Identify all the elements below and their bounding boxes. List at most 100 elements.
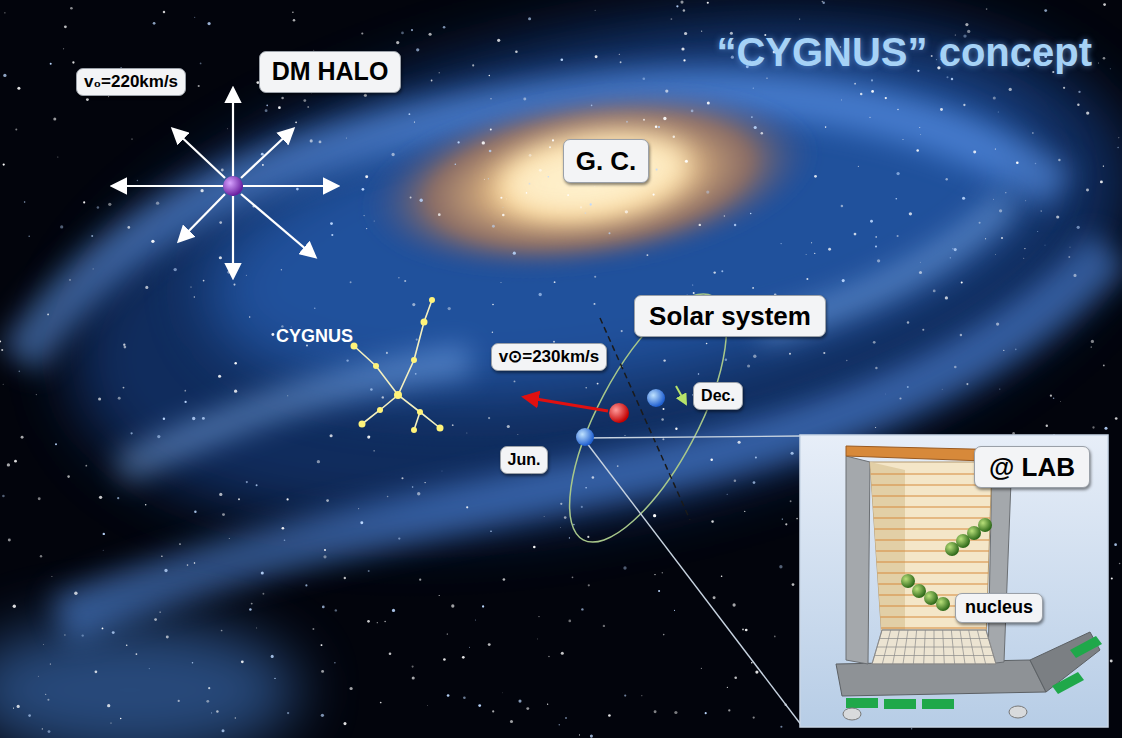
illustration-part (241, 130, 292, 178)
illustration-part (569, 537, 570, 538)
illustration-part (828, 248, 831, 251)
illustration-part (408, 113, 410, 115)
illustration-part (363, 215, 364, 216)
illustration-part (875, 427, 876, 428)
illustration-part (872, 495, 991, 496)
illustration-part (874, 517, 990, 518)
illustration-part (907, 321, 909, 323)
illustration-part (698, 373, 699, 374)
illustration-part (585, 387, 587, 389)
illustration-part (38, 497, 41, 500)
illustration-part (1103, 165, 1104, 166)
illustration-part (261, 153, 264, 156)
illustration-part (42, 728, 43, 729)
illustration-part (584, 212, 586, 214)
illustration-part (792, 583, 795, 586)
illustration-part (881, 627, 986, 628)
illustration-part (43, 644, 45, 646)
illustration-part (156, 202, 159, 205)
illustration-part (222, 729, 225, 732)
illustration-part (693, 292, 695, 294)
illustration-part (296, 188, 299, 191)
illustration-part (321, 670, 324, 673)
illustration-part (287, 712, 289, 714)
illustration-part (380, 702, 382, 704)
box-text: v⊙=230km/s (499, 348, 600, 367)
illustration-part (560, 526, 562, 528)
illustration-part (51, 576, 52, 577)
illustration-part (1056, 215, 1059, 218)
illustration-part (60, 225, 63, 228)
illustration-part (673, 136, 675, 138)
illustration-part (114, 185, 223, 187)
illustration-part (752, 287, 754, 289)
illustration-part (126, 644, 128, 646)
illustration-part (869, 117, 870, 118)
illustration-part (334, 662, 335, 663)
illustration-part (992, 198, 994, 200)
box-text: Dec. (701, 387, 735, 405)
illustration-part (222, 513, 225, 516)
illustration-part (1078, 91, 1080, 93)
illustration-part (228, 538, 230, 540)
box-text: DM HALO (272, 58, 389, 86)
illustration-part (747, 364, 750, 367)
illustration-part (877, 259, 880, 262)
illustration-part (489, 150, 492, 153)
illustration-part (999, 388, 1000, 389)
illustration-part (1009, 706, 1027, 718)
illustration-part (99, 496, 102, 499)
illustration-part (367, 620, 370, 623)
illustration-part (117, 497, 119, 499)
illustration-part (993, 97, 996, 100)
illustration-part (174, 268, 177, 271)
illustration-part (1052, 672, 1084, 694)
illustration-part (941, 388, 943, 390)
illustration-part (417, 492, 420, 495)
illustration-part (349, 687, 352, 690)
illustration-part (692, 284, 693, 285)
illustration-part (919, 261, 921, 263)
illustration-part (573, 524, 575, 526)
illustration-part (858, 166, 859, 167)
illustration-part (40, 555, 42, 557)
illustration-part (986, 8, 988, 10)
illustration-part (583, 438, 802, 726)
illustration-part (871, 90, 874, 93)
illustration-part (1103, 3, 1106, 6)
illustration-part (822, 2, 824, 4)
illustration-part (241, 194, 314, 256)
illustration-part (854, 83, 856, 85)
illustration-part (875, 236, 877, 238)
illustration-part (1037, 231, 1038, 232)
illustration-part (326, 499, 329, 502)
illustration-part (841, 99, 842, 100)
illustration-part (779, 565, 782, 568)
illustration-part (625, 210, 628, 213)
box-text: Solar system (649, 302, 811, 331)
illustration-part (416, 48, 419, 51)
illustration-part (676, 5, 678, 7)
illustration-part (0, 340, 1, 342)
illustration-part (455, 163, 457, 165)
illustration-part (415, 373, 417, 375)
illustration-part (684, 32, 687, 35)
illustration-part (1069, 246, 1071, 248)
illustration-part (877, 561, 989, 562)
illustration-part (274, 678, 275, 679)
illustration-part (86, 98, 89, 101)
illustration-part (885, 97, 887, 99)
illustration-part (996, 322, 999, 325)
illustration-part (841, 205, 844, 208)
illustration-part (1115, 417, 1118, 420)
illustration-part (370, 388, 373, 391)
illustration-part (8, 539, 11, 542)
illustration-part (421, 319, 428, 326)
illustration-part (310, 139, 313, 142)
illustration-part (674, 610, 675, 611)
illustration-part (124, 346, 127, 349)
illustration-part (207, 22, 210, 25)
illustration-part (137, 180, 138, 181)
illustration-part (438, 213, 441, 216)
